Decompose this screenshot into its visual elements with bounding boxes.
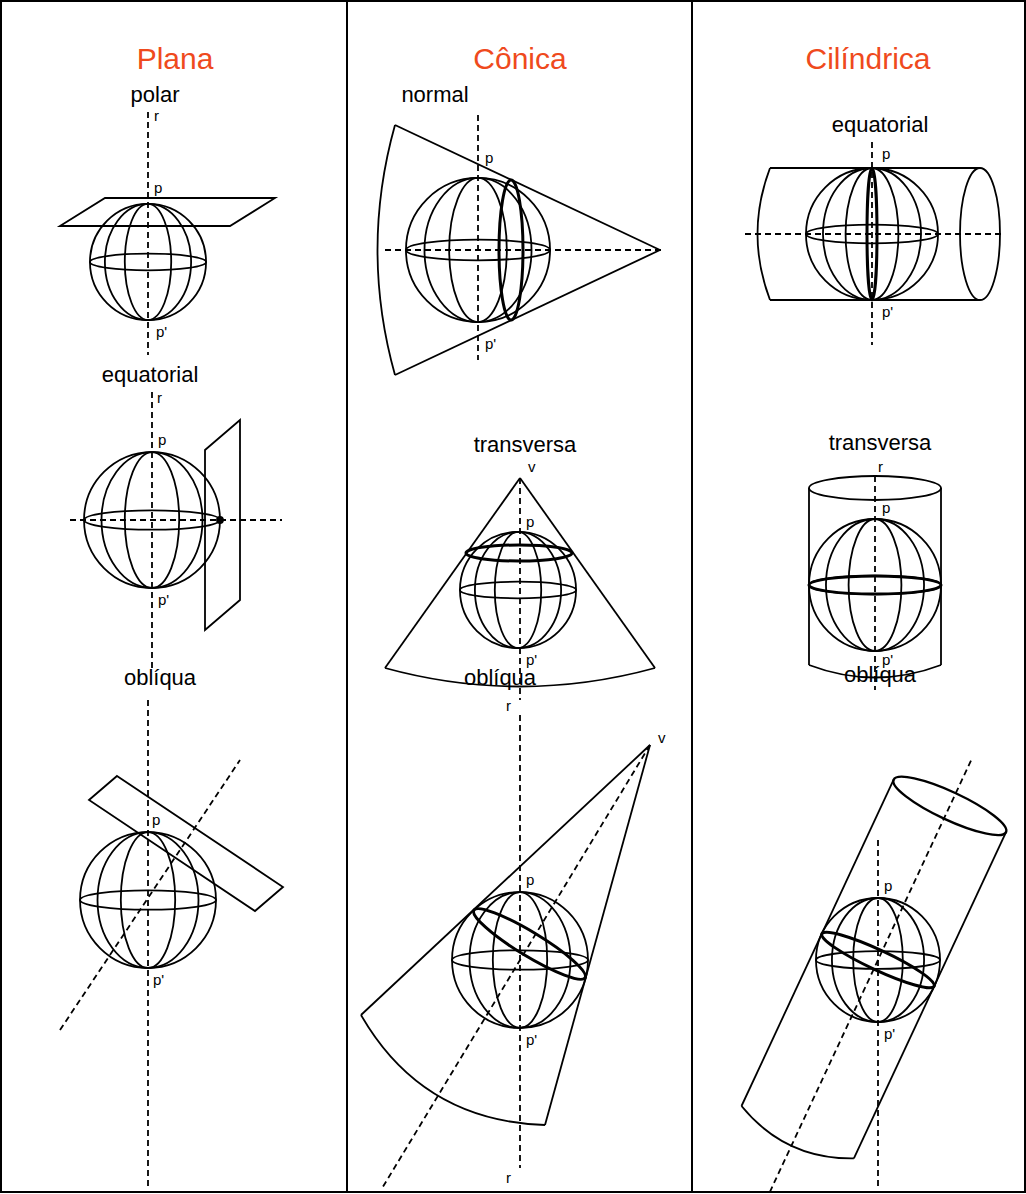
point-letter: p [526,872,534,887]
plane-polar [60,112,275,355]
point-letter: p [884,878,892,893]
plane-oblique [60,700,283,1190]
plane-equatorial [70,392,282,668]
cone-oblique [361,715,650,1190]
cylinder-equatorial [745,142,1005,345]
projection-aspect: oblíqua [464,665,536,690]
point-letter: r [878,459,883,474]
projection-column: Plana polar equatorial oblíqua [0,0,348,1193]
column-heading: Plana [137,42,214,77]
projection-aspect: transversa [474,432,577,457]
point-letter: p' [485,336,496,351]
projection-column: Cilíndrica equatorial transversa oblíqua [691,0,1026,1193]
cylinder-oblique [708,734,1026,1194]
projection-column: Cônicanormal transversa oblíqua [346,0,693,1193]
point-letter: p' [526,1032,537,1047]
projection-aspect: oblíqua [844,662,916,687]
projection-aspect: equatorial [102,362,199,387]
point-letter: p [485,150,493,165]
column-heading: Cônica [473,42,566,77]
point-letter: p [154,180,162,195]
point-letter: r [506,1170,511,1185]
cone-transverse [385,478,655,700]
projection-aspect: transversa [829,430,932,455]
point-letter: p [152,812,160,827]
point-letter: p' [526,652,537,667]
point-letter: p' [882,304,893,319]
cylinder-transverse [809,476,941,690]
projection-aspect: equatorial [832,112,929,137]
point-letter: p [882,500,890,515]
projection-aspect: polar [131,82,180,107]
point-letter: v [658,730,666,745]
cone-normal [378,115,666,375]
point-letter: r [157,390,162,405]
point-letter: r [154,108,159,123]
point-letter: p' [884,1026,895,1041]
point-letter: r [506,698,511,713]
point-letter: p [526,514,534,529]
projection-aspect: oblíqua [124,665,196,690]
point-letter: v [528,459,536,474]
point-letter: p [882,146,890,161]
projection-aspect: normal [401,82,468,107]
point-letter: p [158,432,166,447]
point-letter: p' [153,972,164,987]
column-heading: Cilíndrica [805,42,930,77]
point-letter: p' [156,324,167,339]
point-letter: p' [158,592,169,607]
